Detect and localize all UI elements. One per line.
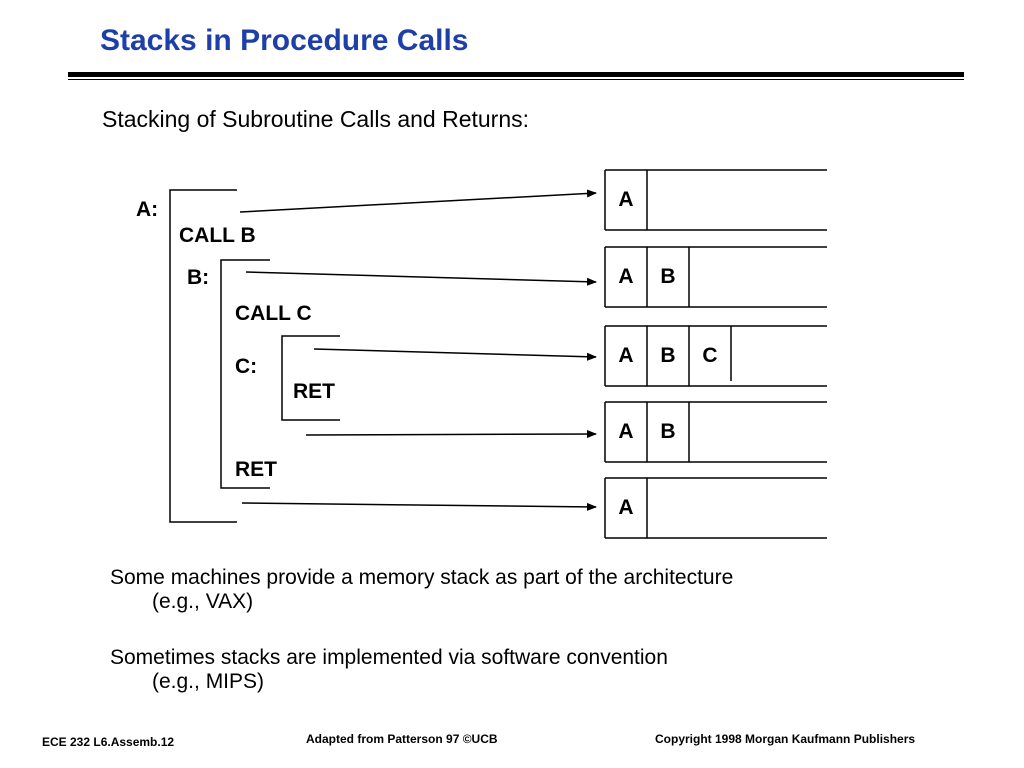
footer-course: ECE 232 L6.Assemb.12 [42,735,175,749]
ret-b-instruction: RET [235,458,277,481]
stack-snapshot: A B C [604,325,827,387]
note-vax-line2: (e.g., VAX) [152,590,254,613]
note-vax: Some machines provide a memory stack as … [110,566,733,614]
footer-attribution: Adapted from Patterson 97 ©UCB [306,732,498,746]
slide-title: Stacks in Procedure Calls [100,24,469,57]
label-c: C: [235,355,257,378]
procedure-a-bracket [169,189,237,523]
arrow-to-stack-2 [245,271,597,286]
stack-cell-label: C [702,344,717,367]
stack-cell-label: B [660,265,675,288]
stack-cell-label: A [618,188,633,211]
stack-cell-label: A [618,265,633,288]
footer-copyright: Copyright 1998 Morgan Kaufmann Publisher… [655,732,916,746]
call-b-instruction: CALL B [179,224,256,247]
arrow-to-stack-4 [305,430,597,439]
procedure-b-bracket [220,259,270,489]
arrow-to-stack-3 [313,348,597,361]
procedure-c-bracket [281,335,340,421]
note-mips: Sometimes stacks are implemented via sof… [110,646,668,694]
slide-subtitle: Stacking of Subroutine Calls and Returns… [102,106,530,132]
stack-snapshot: A [604,477,827,539]
ret-c-instruction: RET [293,380,335,403]
stack-snapshot: A [604,169,827,231]
arrow-to-stack-5 [241,502,597,511]
stack-cell-label: A [618,344,633,367]
stack-cell-label: B [660,420,675,443]
note-mips-line2: (e.g., MIPS) [152,670,265,693]
title-divider-thin [68,79,964,80]
arrow-to-stack-1 [239,189,597,213]
title-divider-thick [68,72,964,77]
note-vax-line1: Some machines provide a memory stack as … [110,566,734,589]
call-c-instruction: CALL C [235,302,312,325]
stack-cell-label: B [660,344,675,367]
label-a: A: [136,198,158,221]
label-b: B: [187,266,209,289]
stack-cell-label: A [618,420,633,443]
note-mips-line1: Sometimes stacks are implemented via sof… [110,646,668,669]
stack-cell-label: A [618,496,633,519]
